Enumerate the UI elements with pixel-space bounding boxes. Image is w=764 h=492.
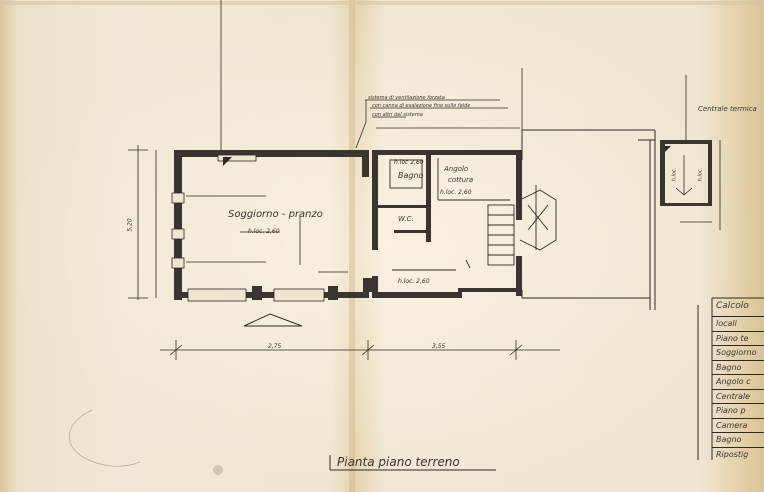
calc-table-row: Bagno	[712, 432, 764, 446]
room-height-soggiorno: h.loc. 2,60	[248, 228, 280, 235]
annex-height-1: h.loc.	[671, 167, 678, 182]
calc-table-row: Centrale	[712, 388, 764, 403]
dim-left-total: 5,20	[126, 218, 134, 232]
garage-outline	[521, 129, 656, 310]
annex-label: Centrale termica	[698, 105, 757, 113]
dim-bottom-b: 3,55	[432, 343, 446, 350]
calc-table-title: Calcolo	[716, 301, 749, 311]
calc-table-row: Camera	[712, 417, 764, 432]
calc-table-frame	[697, 297, 764, 460]
service-block-walls	[363, 150, 522, 298]
calc-table-row: Ripostig	[712, 446, 764, 461]
annex-height-2: h.loc.	[697, 167, 704, 182]
calc-table-row: Soggiorno	[712, 345, 764, 359]
service-block-details	[389, 158, 557, 271]
dimension-lines	[128, 140, 721, 360]
note-line-3: con altri del sistema	[372, 112, 423, 118]
plan-title: Pianta piano terreno	[337, 455, 460, 469]
calc-table-row: Piano te	[712, 330, 764, 345]
room-height-bagno: h.loc 2,60	[394, 159, 424, 166]
room-label-soggiorno: Soggiorno - pranzo	[228, 209, 323, 220]
dim-bottom-a: 2,75	[268, 343, 282, 350]
living-room-walls	[171, 150, 369, 302]
calc-table-row: locali	[712, 316, 764, 330]
room-label-angolo: Angolo	[444, 165, 469, 173]
room-label-bagno: Bagno	[398, 171, 424, 180]
calc-table-row: Piano p	[712, 403, 764, 417]
entrance-marker	[243, 313, 303, 327]
note-line-1: sistema di ventilazione forzata	[368, 95, 445, 101]
room-height-ingresso: h.loc. 2,60	[398, 278, 430, 285]
room-label-cottura: cottura	[448, 176, 474, 184]
room-label-wc: W.C.	[398, 215, 414, 223]
calc-table-row: Bagno	[712, 359, 764, 374]
note-line-2: con canna di esalazione fino sulle falde	[372, 103, 471, 109]
annex-details	[675, 75, 712, 223]
calc-table-row: Angolo c	[712, 374, 764, 388]
room-height-angolo: h.loc. 2,60	[440, 189, 472, 196]
annex-walls	[660, 140, 712, 206]
leader-lines	[220, 0, 523, 150]
